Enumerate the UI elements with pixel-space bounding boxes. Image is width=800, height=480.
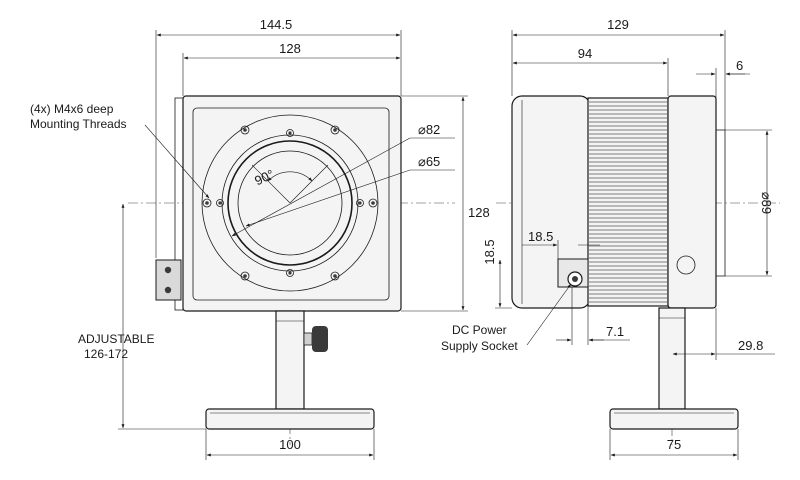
mounting-screws (202, 125, 378, 281)
base-width-label: 100 (279, 437, 301, 452)
side-base-width-label: 75 (667, 437, 681, 452)
side-view: 129 94 6 ⌀89 18.5 18.5 7.1 DC Power Supp… (441, 17, 780, 460)
diameter-65-label: ⌀65 (418, 154, 440, 169)
angle-leg-2 (289, 164, 329, 204)
post-offset-label: 29.8 (738, 338, 763, 353)
body-length-label: 94 (578, 46, 592, 61)
angle-arc (267, 171, 313, 182)
side-rear-housing (667, 95, 717, 309)
angle-leg-1 (251, 164, 291, 204)
leader-65 (245, 169, 411, 227)
leader-82 (231, 137, 411, 237)
side-base (609, 408, 739, 430)
socket-note-line1: DC Power (452, 323, 507, 337)
front-view: 90° ⌀82 ⌀65 (4x) M4x6 deep Mounting Thre… (30, 17, 490, 460)
outer-bolt-circle (201, 114, 379, 292)
overall-width-label: 144.5 (260, 17, 293, 32)
adjustable-label-line1: ADJUSTABLE (78, 332, 154, 346)
threads-leader (144, 124, 210, 199)
socket-depth-label: 7.1 (606, 324, 624, 339)
adjustable-label-line2: 126-172 (84, 347, 128, 361)
rear-flange-label: 6 (736, 58, 743, 73)
socket-leader (526, 283, 572, 346)
front-side-bracket (174, 97, 184, 311)
body-height-label: 128 (468, 205, 490, 220)
threads-note-line1: (4x) M4x6 deep (30, 102, 114, 116)
aperture-ring-82-inner (227, 140, 353, 266)
socket-offset-x-label: 18.5 (528, 229, 553, 244)
side-mount-bracket (155, 259, 182, 301)
side-post (658, 307, 686, 410)
front-lens-plate (192, 107, 390, 301)
overall-length-label: 129 (607, 17, 629, 32)
front-base (205, 408, 375, 430)
dc-power-socket (557, 258, 589, 288)
aperture-ring-82 (221, 134, 359, 272)
heatsink-fins (589, 101, 667, 303)
socket-offset-y-label: 18.5 (482, 239, 497, 264)
lock-knob (303, 326, 328, 352)
aperture-65 (237, 150, 343, 256)
side-rear-flange (715, 129, 726, 277)
body-width-label: 128 (279, 41, 301, 56)
status-indicator (676, 255, 696, 275)
socket-note-line2: Supply Socket (441, 339, 518, 353)
rear-diameter-label: ⌀89 (759, 192, 774, 214)
threads-note-line2: Mounting Threads (30, 117, 127, 131)
front-post (275, 310, 305, 410)
front-housing (182, 95, 402, 312)
diameter-82-label: ⌀82 (418, 122, 440, 137)
